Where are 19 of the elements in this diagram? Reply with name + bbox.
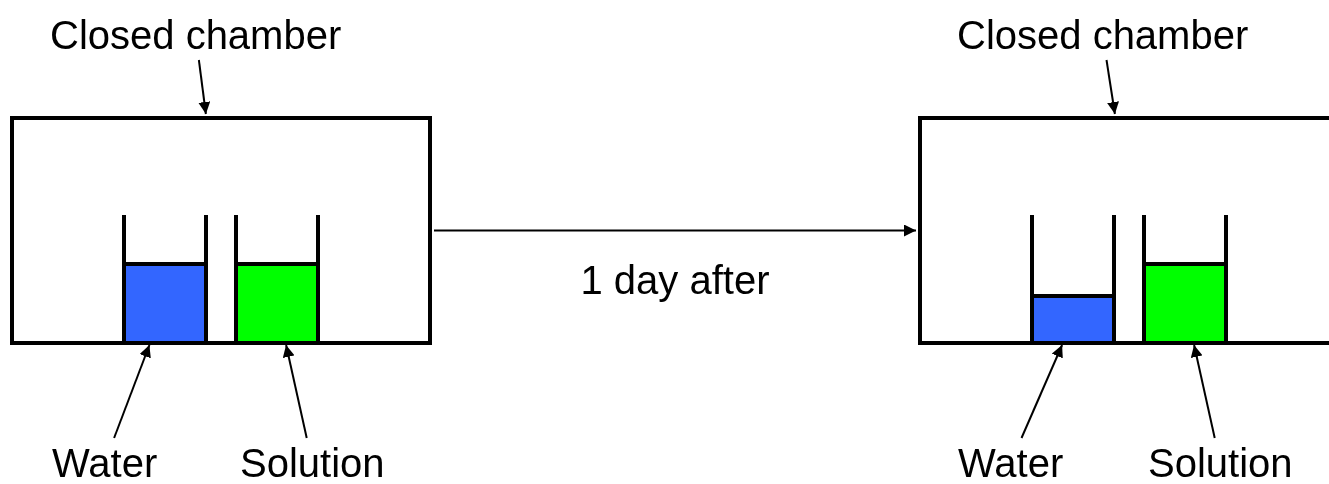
chamber-box: [10, 116, 432, 345]
text-label: Closed chamber: [50, 12, 342, 58]
liquid-fill: [238, 265, 316, 343]
liquid-fill: [1034, 297, 1112, 343]
text-label: Solution: [240, 440, 385, 484]
leader-line: [1020, 344, 1064, 439]
leader-line: [113, 344, 151, 439]
text-label: Solution: [1148, 440, 1293, 484]
leader-line: [197, 59, 211, 115]
text-label: Water: [958, 440, 1064, 484]
leader-line: [1190, 344, 1216, 439]
liquid-fill: [126, 265, 204, 343]
text-label: Closed chamber: [957, 12, 1249, 58]
leader-line: [282, 344, 308, 439]
leader-line: [1105, 59, 1119, 115]
text-label: Water: [52, 440, 158, 484]
arrow: [433, 224, 917, 237]
chamber-box: [918, 116, 1329, 345]
liquid-fill: [1146, 265, 1224, 343]
